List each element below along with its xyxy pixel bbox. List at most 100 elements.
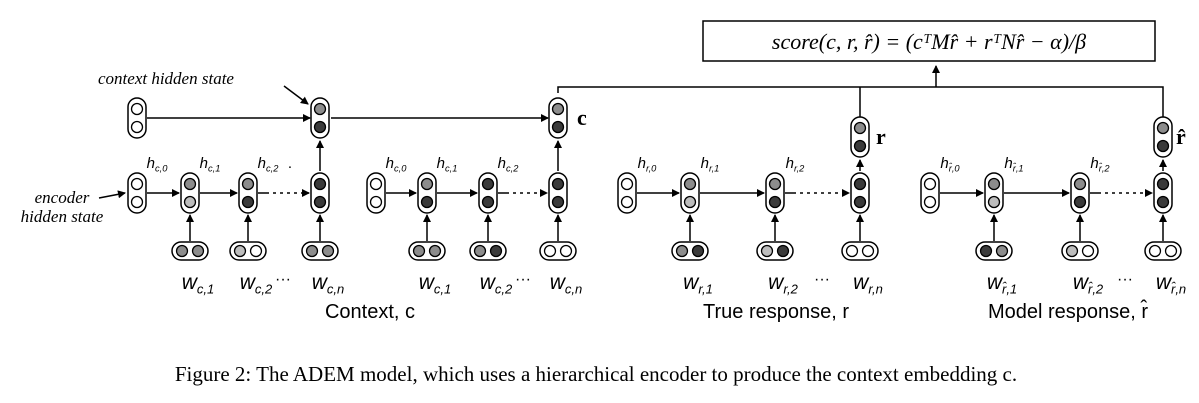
word-embedding-unit xyxy=(171,241,209,261)
word-embedding-unit xyxy=(1144,241,1182,261)
word-label: wc,2 xyxy=(240,271,273,297)
initial-hidden-unit xyxy=(617,172,637,214)
hidden-state-label: hr̂,0 xyxy=(940,155,960,173)
unit-neuron xyxy=(305,244,319,258)
unit-neuron xyxy=(620,195,634,209)
word-embedding-unit xyxy=(229,241,267,261)
word-embedding-unit xyxy=(469,241,507,261)
unit-neuron xyxy=(1065,244,1079,258)
unit-neuron xyxy=(845,244,859,258)
context-initial-state xyxy=(127,97,147,139)
encoder-hidden-unit xyxy=(1153,172,1173,214)
hidden-state-label: hc,2 xyxy=(258,155,280,173)
unit-neuron xyxy=(675,244,689,258)
encoder-hidden-unit xyxy=(850,172,870,214)
unit-neuron xyxy=(130,120,144,134)
unit-neuron xyxy=(313,195,327,209)
unit-neuron xyxy=(313,177,327,191)
encoder-hidden-unit xyxy=(478,172,498,214)
word-embedding-unit xyxy=(1061,241,1099,261)
unit-neuron xyxy=(683,195,697,209)
unit-neuron xyxy=(1156,195,1170,209)
hidden-state-label: . xyxy=(288,155,292,172)
initial-hidden-unit xyxy=(920,172,940,214)
unit-neuron xyxy=(691,244,705,258)
hidden-state-label: hc,2 xyxy=(498,155,520,173)
unit-neuron xyxy=(1148,244,1162,258)
hidden-state-label: hr,2 xyxy=(786,155,806,173)
unit-neuron xyxy=(1156,139,1170,153)
encoder-hidden-unit xyxy=(1070,172,1090,214)
unit-neuron xyxy=(481,177,495,191)
unit-neuron xyxy=(923,195,937,209)
word-embedding-unit xyxy=(975,241,1013,261)
unit-neuron xyxy=(489,244,503,258)
encoder-hidden-unit xyxy=(417,172,437,214)
unit-neuron xyxy=(1156,121,1170,135)
unit-neuron xyxy=(551,102,565,116)
unit-neuron xyxy=(861,244,875,258)
hidden-state-label: hr̂,2 xyxy=(1090,155,1110,173)
initial-hidden-unit xyxy=(127,172,147,214)
unit-neuron xyxy=(923,177,937,191)
hidden-state-label: hr̂,1 xyxy=(1004,155,1023,173)
unit-neuron xyxy=(995,244,1009,258)
unit-neuron xyxy=(233,244,247,258)
encoder-hidden-unit xyxy=(310,172,330,214)
word-embedding-unit xyxy=(671,241,709,261)
unit-neuron xyxy=(183,195,197,209)
unit-neuron xyxy=(130,177,144,191)
hidden-state-label: hc,0 xyxy=(147,155,169,173)
unit-neuron xyxy=(321,244,335,258)
unit-neuron xyxy=(987,177,1001,191)
encoder-hidden-unit xyxy=(984,172,1004,214)
word-embedding-unit xyxy=(301,241,339,261)
context-hidden-state-pointer xyxy=(283,85,309,105)
word-ellipsis: ··· xyxy=(515,271,531,288)
initial-hidden-unit xyxy=(366,172,386,214)
unit-neuron xyxy=(473,244,487,258)
unit-neuron xyxy=(313,120,327,134)
word-embedding-unit xyxy=(756,241,794,261)
unit-neuron xyxy=(420,195,434,209)
model-response-vector-label: r̂ xyxy=(1176,124,1186,149)
unit-neuron xyxy=(241,195,255,209)
unit-neuron xyxy=(1156,177,1170,191)
unit-neuron xyxy=(543,244,557,258)
context-hidden-state-label: context hidden state xyxy=(98,69,234,88)
unit-neuron xyxy=(760,244,774,258)
word-label: wr,1 xyxy=(683,271,713,297)
model-response-caption: Model response, r̂ xyxy=(988,299,1148,323)
word-label: wr̂,1 xyxy=(987,271,1017,297)
word-label: wr,n xyxy=(853,271,883,297)
score-formula: score(c, r, r̂) = (cᵀMr̂ + rᵀNr̂ − α)/β xyxy=(772,29,1086,54)
unit-neuron xyxy=(412,244,426,258)
encoder-hidden-state-pointer xyxy=(98,190,126,199)
word-label: wr,2 xyxy=(768,271,798,297)
encoder-hidden-unit xyxy=(680,172,700,214)
word-ellipsis: ··· xyxy=(1117,271,1133,288)
word-ellipsis: ··· xyxy=(814,271,830,288)
encoder-hidden-unit xyxy=(548,172,568,214)
unit-neuron xyxy=(420,177,434,191)
word-ellipsis: ··· xyxy=(275,271,291,288)
unit-neuron xyxy=(768,177,782,191)
unit-neuron xyxy=(987,195,1001,209)
unit-neuron xyxy=(369,195,383,209)
unit-neuron xyxy=(428,244,442,258)
word-label: wc,n xyxy=(550,271,583,297)
unit-neuron xyxy=(130,195,144,209)
word-label: wc,1 xyxy=(419,271,452,297)
encoder-hidden-state-label: encoder xyxy=(35,188,90,207)
word-embedding-unit xyxy=(408,241,446,261)
encoder-hidden-state-label: hidden state xyxy=(21,207,104,226)
response-vector-label: r xyxy=(876,124,886,149)
hidden-state-label: hc,0 xyxy=(386,155,408,173)
unit-neuron xyxy=(1164,244,1178,258)
word-label: wc,2 xyxy=(480,271,513,297)
unit-neuron xyxy=(551,120,565,134)
unit-neuron xyxy=(369,177,383,191)
hidden-state-label: hr,0 xyxy=(638,155,658,173)
